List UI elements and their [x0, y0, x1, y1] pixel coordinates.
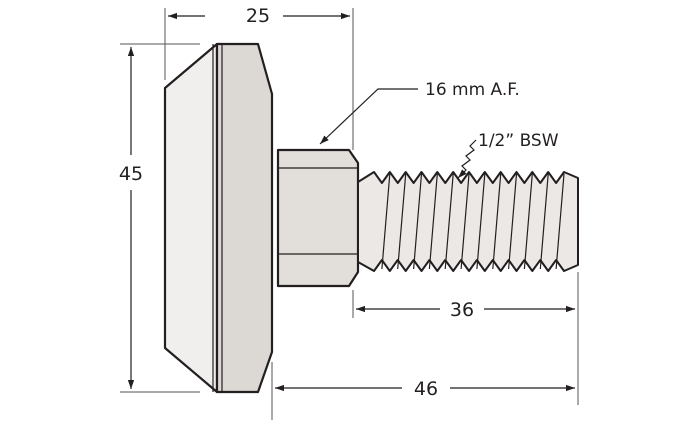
- thread-crest-line: [492, 173, 502, 270]
- dimension-45: 45: [119, 47, 143, 389]
- thread-crest-line: [523, 173, 533, 270]
- callout-thread-label: 1/2” BSW: [478, 131, 559, 151]
- thread-lines: [381, 173, 565, 270]
- knob-left-half: [163, 42, 219, 394]
- thread-crest-line: [428, 173, 438, 270]
- extension-lines: [120, 8, 579, 420]
- thread-crest-line: [476, 173, 486, 270]
- dim-46-label: 46: [414, 378, 438, 400]
- dimension-25: 25: [168, 5, 350, 27]
- dim-36-label: 36: [450, 299, 474, 321]
- callout-thread-leader: [457, 139, 477, 179]
- knob-right-half: [215, 42, 274, 394]
- thread-crest-line: [397, 173, 407, 270]
- dim-45-label: 45: [119, 163, 143, 185]
- thread-crest-line: [413, 173, 423, 270]
- thread-outline: [357, 171, 579, 272]
- thread-crest-line: [555, 173, 565, 270]
- dimension-36: 36: [356, 299, 575, 321]
- threaded-shank: [357, 171, 579, 272]
- thread-crest-line: [508, 173, 518, 270]
- callout-thread-spec: 1/2” BSW: [457, 131, 559, 179]
- dim-25-label: 25: [246, 5, 270, 27]
- callout-hex-leader: [319, 88, 418, 145]
- hex-collar: [276, 148, 360, 288]
- callout-hex-size: 16 mm A.F.: [319, 80, 520, 145]
- thread-crest-line: [539, 173, 549, 270]
- knob-head: [163, 42, 274, 394]
- callout-hex-label: 16 mm A.F.: [425, 80, 520, 100]
- dimension-46: 46: [275, 378, 575, 400]
- thread-crest-line: [444, 173, 454, 270]
- thread-crest-line: [381, 173, 391, 270]
- thread-crest-line: [460, 173, 470, 270]
- hex-body: [276, 148, 360, 288]
